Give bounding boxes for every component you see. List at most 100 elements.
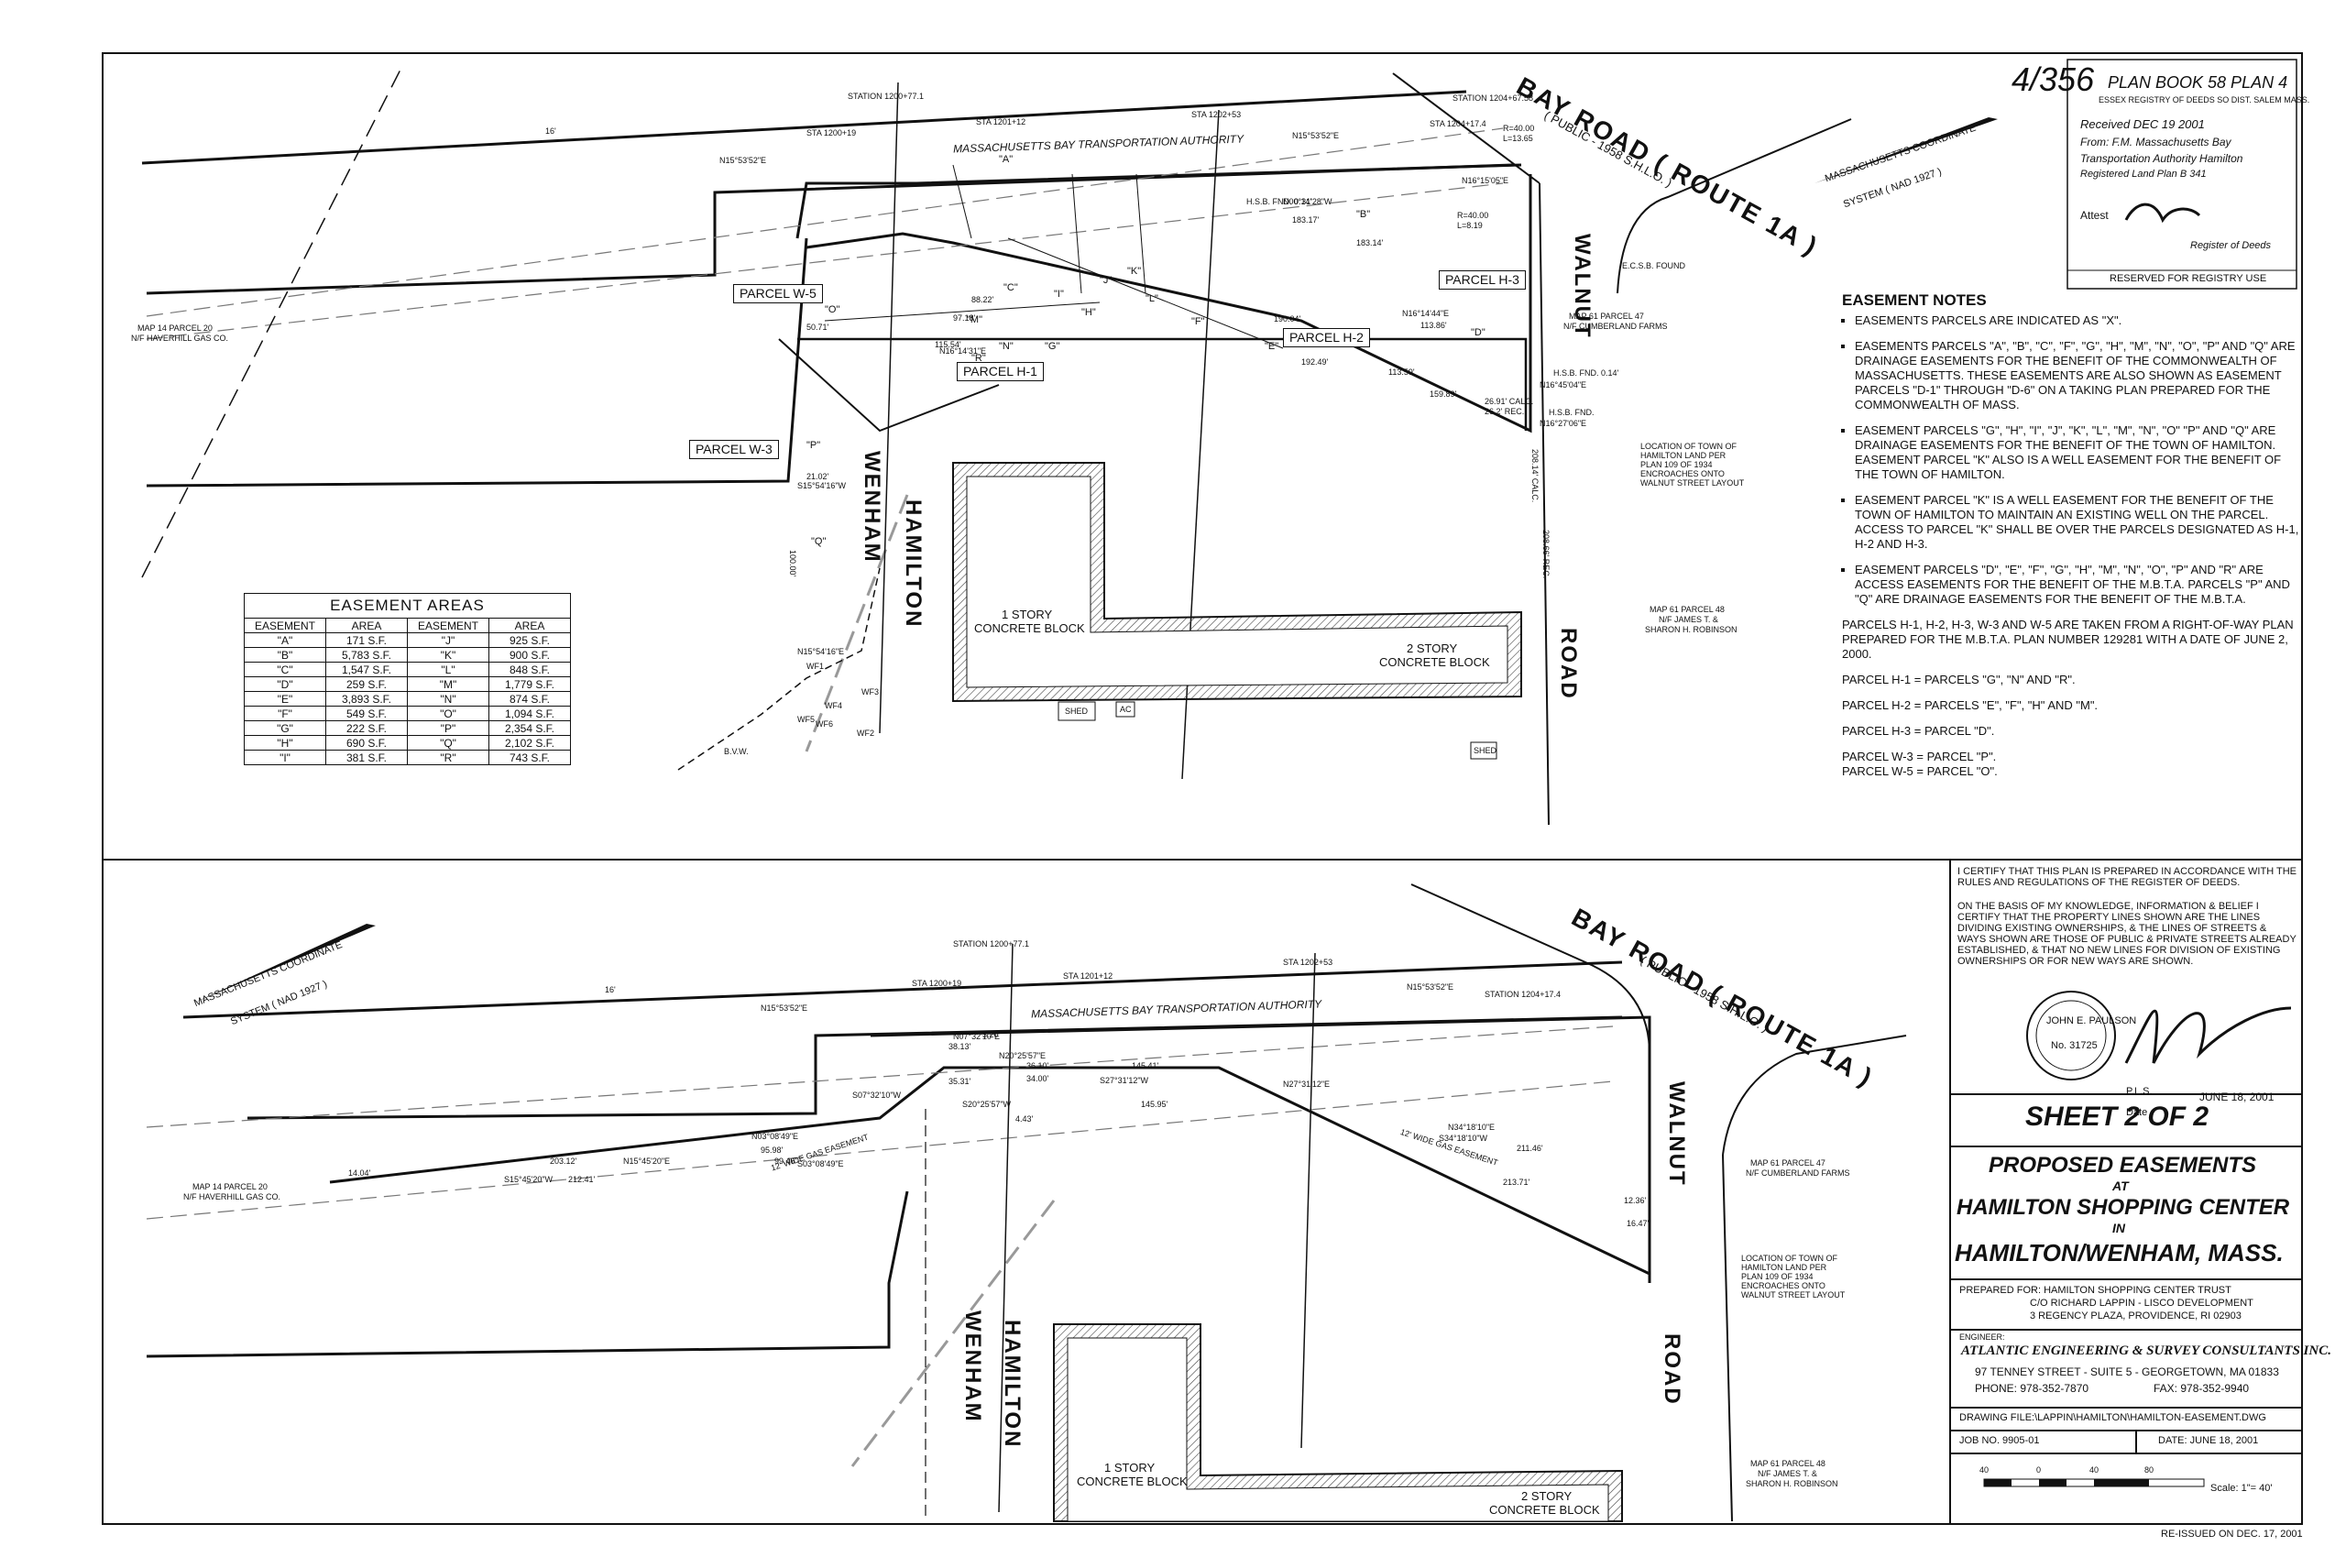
scale-bar (1983, 1478, 2205, 1487)
easement-e: "E" (1265, 341, 1279, 352)
easement-line-e (824, 302, 1101, 322)
wetland-line (677, 567, 881, 771)
easement-cell: 259 S.F. (325, 676, 408, 692)
dist-b12: 4.43' (1015, 1114, 1034, 1124)
scale-label: Scale: 1"= 40' (2210, 1483, 2273, 1494)
tb-rule (1950, 1278, 2302, 1280)
station-6: STA 1204+17.4 (1430, 119, 1486, 128)
engineer-address: 97 TENNEY STREET - SUITE 5 - GEORGETOWN,… (1975, 1365, 2279, 1378)
easement-cell: 171 S.F. (325, 632, 408, 648)
bearing-b3: N07°32'10"E (953, 1032, 1001, 1041)
map14-owner: N/F HAVERHILL GAS CO. (131, 334, 229, 343)
dist-11: 50.71' (806, 323, 829, 332)
parcel-h1: PARCEL H-1 = PARCELS "G", "N" AND "R". (1842, 673, 2076, 686)
dist-9: 183.17' (1292, 215, 1320, 225)
job-divider (2135, 1430, 2137, 1453)
easement-row: "F"549 S.F."O"1,094 S.F. (244, 706, 571, 721)
dist-b9: 38.13' (948, 1042, 971, 1051)
station-3: STA 1201+12 (976, 117, 1026, 126)
col-header: AREA (325, 618, 408, 633)
scale-tick: 40 (1979, 1465, 1990, 1475)
dist-b4: 213.71' (1503, 1178, 1530, 1187)
wf-flag: WF2 (857, 729, 874, 738)
calc-1: 208.14' CALC. (1530, 449, 1540, 503)
dist-6: 113.59' (1388, 367, 1415, 377)
shed-label-2: SHED (1474, 746, 1497, 755)
property-line-top (795, 163, 1522, 239)
arc-l2: L=8.19 (1457, 221, 1483, 230)
dist-b5: 145.41' (1132, 1061, 1159, 1070)
bearing-b10: S34°18'10"W (1439, 1134, 1488, 1143)
walnut-curve-b (1410, 883, 1650, 1055)
engineer-phone: PHONE: 978-352-7870 (1975, 1382, 2089, 1395)
tb-rule (1950, 1146, 2302, 1147)
title-line-5: HAMILTON/WENHAM, MASS. (1955, 1239, 2284, 1266)
walnut-road-west (1539, 182, 1550, 826)
easement-cell: 1,779 S.F. (488, 676, 571, 692)
dist-b7: 36.10' (1026, 1061, 1049, 1070)
easement-areas-body: "A"171 S.F."J"925 S.F."B"5,783 S.F."K"90… (244, 632, 571, 765)
bearing-2: N15°53'52"E (1292, 131, 1340, 140)
road-line-b (1722, 1154, 1733, 1522)
map47-owner: N/F CUMBERLAND FARMS (1563, 322, 1668, 331)
easement-d: "D" (1471, 327, 1485, 338)
col-header: EASEMENT (407, 618, 489, 633)
offset-label: 16' (545, 126, 556, 136)
seal-number: No. 31725 (2051, 1040, 2098, 1051)
easement-cell: 743 S.F. (488, 750, 571, 765)
parcel-h3-label: PARCEL H-3 (1439, 270, 1526, 290)
dist-b16: 95.98' (761, 1146, 784, 1155)
easement-row: "A"171 S.F."J"925 S.F. (244, 632, 571, 648)
road-label: ROAD (1556, 628, 1581, 700)
bearing-b5: S20°25'57"W (962, 1100, 1012, 1109)
dist-12: 21.02' (806, 472, 829, 481)
tb-rule (1950, 1407, 2302, 1409)
prepared-for-2: C/O RICHARD LAPPIN - LISCO DEVELOPMENT (2030, 1298, 2253, 1309)
scale-tick: 0 (2036, 1465, 2042, 1475)
station-line-b2 (1300, 952, 1316, 1449)
dist-13: 100.00' (788, 550, 797, 577)
easement-n: "N" (999, 341, 1014, 352)
dist-b2: 212.41' (568, 1175, 596, 1184)
bearing-5: N15°54'16"E (797, 647, 845, 656)
engineer-label: ENGINEER: (1959, 1332, 2005, 1342)
north-arrow-bottom (192, 924, 376, 1003)
wf-flag: WF6 (816, 719, 833, 729)
note-item: EASEMENTS PARCELS ARE INDICATED AS "X". (1855, 313, 2300, 328)
easement-h: "H" (1081, 307, 1096, 318)
walnut-label-b: WALNUT (1664, 1081, 1689, 1187)
bvw-label: B.V.W. (724, 747, 749, 756)
wenham-label-b: WENHAM (960, 1310, 985, 1423)
tb-rule (1950, 1430, 2302, 1431)
easement-cell: "B" (244, 647, 326, 663)
parcels-note: PARCELS H-1, H-2, H-3, W-3 AND W-5 ARE T… (1842, 618, 2294, 661)
shed-box (1058, 701, 1096, 721)
easement-line-c (1135, 173, 1146, 294)
easement-cell: 2,102 S.F. (488, 735, 571, 751)
sheet-border (102, 52, 2303, 1525)
easement-c: "C" (1003, 282, 1018, 293)
easement-cell: "F" (244, 706, 326, 721)
dist-b1: 203.12' (550, 1157, 577, 1166)
bldg-1story: 1 STORY (1002, 608, 1053, 621)
location-note-4: ENCROACHES ONTO (1640, 469, 1725, 478)
easement-cell: "A" (244, 632, 326, 648)
easement-l: "L" (1146, 293, 1158, 304)
top-plan-lines (141, 63, 1998, 826)
easement-cell: "D" (244, 676, 326, 692)
road-label-b: ROAD (1660, 1333, 1684, 1406)
hsb-2: H.S.B. FND. 0.14' (1553, 368, 1619, 378)
location-note-b3: PLAN 109 OF 1934 (1741, 1272, 1814, 1281)
wf-flag: WF4 (825, 701, 842, 710)
easement-areas-title: EASEMENT AREAS (244, 593, 571, 618)
shed-label: SHED (1065, 707, 1089, 716)
dist-10: 113.86' (1420, 321, 1447, 330)
property-b (870, 1015, 1651, 1283)
registry-office: ESSEX REGISTRY OF DEEDS SO DIST. SALEM M… (2099, 95, 2310, 104)
scale-tick: 80 (2144, 1465, 2154, 1475)
bldg-2story-type: CONCRETE BLOCK (1379, 655, 1490, 669)
centerline-1 (146, 127, 1504, 317)
dist-b3: 211.46' (1517, 1144, 1543, 1153)
arc-l1: L=13.65 (1503, 134, 1533, 143)
